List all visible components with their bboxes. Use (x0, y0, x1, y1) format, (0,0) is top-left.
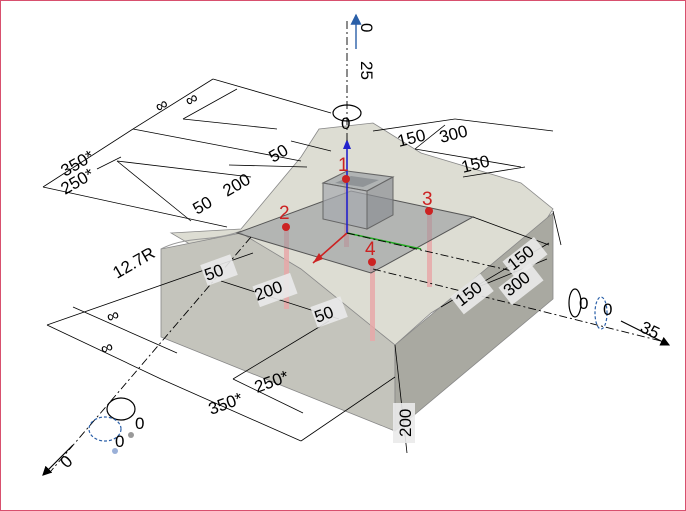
pile-point-2[interactable] (282, 223, 290, 231)
pile-4 (370, 261, 375, 341)
support-z-rot: 0 (341, 114, 350, 133)
rotation-support-top (332, 104, 362, 122)
support-left-axis: 0 (56, 452, 76, 472)
rotation-support-left (88, 397, 136, 454)
support-left-rot-b: 0 (115, 432, 124, 451)
dim-top-150a: 150 (395, 126, 427, 151)
support-right-35: 35 (637, 318, 662, 343)
x-axis-arrow (620, 320, 671, 346)
pile-label-1: 1 (338, 155, 349, 176)
dim-radius: 12.7R (110, 243, 159, 282)
pile-label-4: 4 (365, 239, 376, 260)
dimension-lines (42, 78, 562, 454)
pile-3 (427, 209, 432, 287)
dim-top-200: 200 (220, 170, 254, 201)
local-axes (312, 139, 422, 264)
dim-top-300: 300 (437, 122, 469, 147)
support-z-top: 0 (357, 23, 376, 32)
y-axis-arrow (42, 444, 74, 476)
dim-left-inf-a: ∞ (104, 305, 122, 327)
pile-point-4[interactable] (368, 258, 376, 266)
pile-label-3: 3 (422, 189, 433, 210)
pile-points: 1 2 3 4 (279, 155, 433, 266)
pile-label-2: 2 (279, 203, 290, 224)
dim-top-50a: 50 (190, 193, 216, 219)
dim-top-50b: 50 (266, 141, 292, 167)
column-box (321, 170, 395, 230)
dim-left-inf-b: ∞ (98, 337, 116, 359)
support-right-rot-b: 0 (603, 300, 612, 319)
dim-top-inf-a: ∞ (152, 94, 172, 117)
soil-left-edge (160, 230, 242, 250)
support-right-rot-a: 0 (579, 294, 588, 313)
dim-top-inf-b: ∞ (182, 88, 202, 111)
pile-point-3[interactable] (425, 207, 433, 215)
support-left-rot-a: 0 (135, 414, 144, 433)
dim-depth-200: 200 (396, 409, 415, 437)
support-z-25: 25 (357, 61, 376, 80)
dim-bot-350: 350* (206, 389, 246, 419)
pile-point-1[interactable] (342, 175, 350, 183)
pile-2 (284, 225, 289, 309)
label-boxes (200, 237, 548, 443)
rotation-support-right (568, 288, 608, 330)
